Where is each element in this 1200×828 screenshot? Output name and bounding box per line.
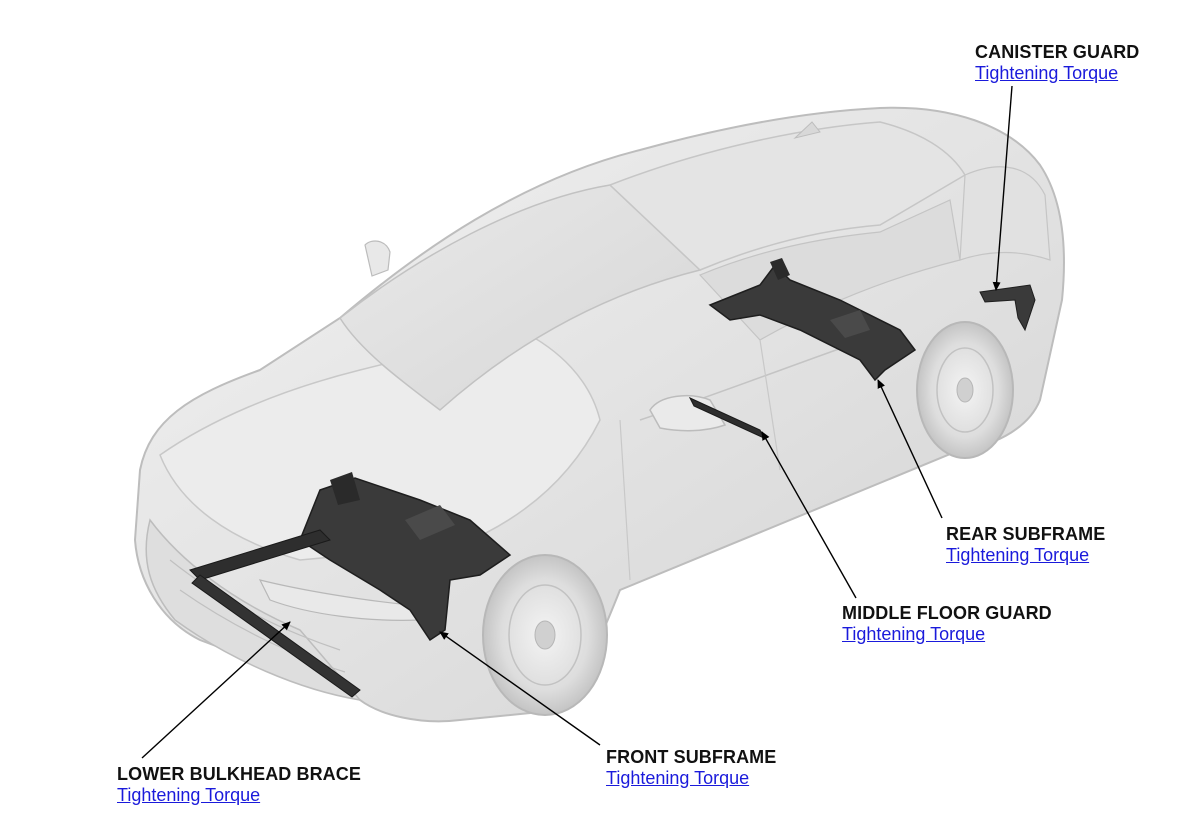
callout-middle-floor-guard: MIDDLE FLOOR GUARD Tightening Torque	[842, 603, 1052, 644]
callout-rear-subframe: REAR SUBFRAME Tightening Torque	[946, 524, 1105, 565]
front-wheel	[482, 554, 608, 716]
callout-front-subframe-name: FRONT SUBFRAME	[606, 747, 777, 767]
canister-guard-part	[979, 284, 1036, 332]
rear-subframe-part	[708, 258, 917, 382]
front-subframe-part	[299, 472, 512, 642]
rear-wheel	[916, 321, 1014, 459]
middle-floor-guard-torque-link[interactable]: Tightening Torque	[842, 623, 986, 644]
callout-middle-floor-guard-name: MIDDLE FLOOR GUARD	[842, 603, 1052, 623]
leader-canister-guard	[992, 85, 1013, 291]
leader-lines	[141, 85, 1013, 759]
canister-guard-torque-link[interactable]: Tightening Torque	[975, 62, 1119, 83]
callout-lower-bulkhead-brace-name: LOWER BULKHEAD BRACE	[117, 764, 361, 784]
lower-bulkhead-brace-part	[189, 529, 361, 698]
leader-lower-bulkhead-brace	[141, 621, 291, 759]
callout-lower-bulkhead-brace: LOWER BULKHEAD BRACE Tightening Torque	[117, 764, 361, 805]
callout-rear-subframe-name: REAR SUBFRAME	[946, 524, 1106, 544]
leader-rear-subframe	[877, 379, 943, 519]
callout-canister-guard: CANISTER GUARD Tightening Torque	[975, 42, 1139, 83]
leader-front-subframe	[439, 631, 601, 746]
lower-bulkhead-brace-torque-link[interactable]: Tightening Torque	[117, 784, 261, 805]
front-subframe-torque-link[interactable]: Tightening Torque	[606, 767, 750, 788]
callout-canister-guard-name: CANISTER GUARD	[975, 42, 1140, 62]
callout-front-subframe: FRONT SUBFRAME Tightening Torque	[606, 747, 776, 788]
leader-middle-floor-guard	[761, 431, 857, 599]
rear-subframe-torque-link[interactable]: Tightening Torque	[946, 544, 1090, 565]
